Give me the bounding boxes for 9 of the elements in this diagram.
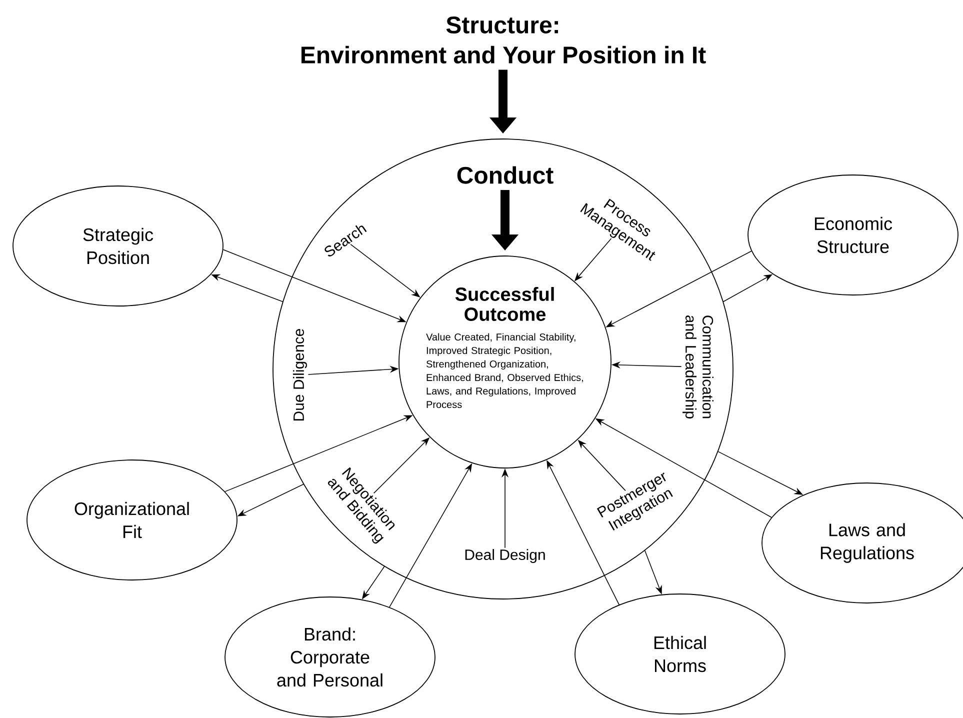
stage-label: Communication and Leadership — [682, 316, 714, 418]
ellipse-node: Organizational Fit — [26, 460, 238, 580]
stage-label: Due Diligence — [293, 329, 307, 420]
ellipse-node: Brand: Corporate and Personal — [224, 596, 436, 718]
ellipse-node: Economic Structure — [748, 174, 958, 296]
stage-label: Deal Design — [465, 549, 545, 563]
ellipse-node: Ethical Norms — [574, 594, 786, 714]
ellipse-node: Strategic Position — [12, 186, 224, 306]
title: Structure: Environment and Your Position in It — [302, 16, 706, 64]
